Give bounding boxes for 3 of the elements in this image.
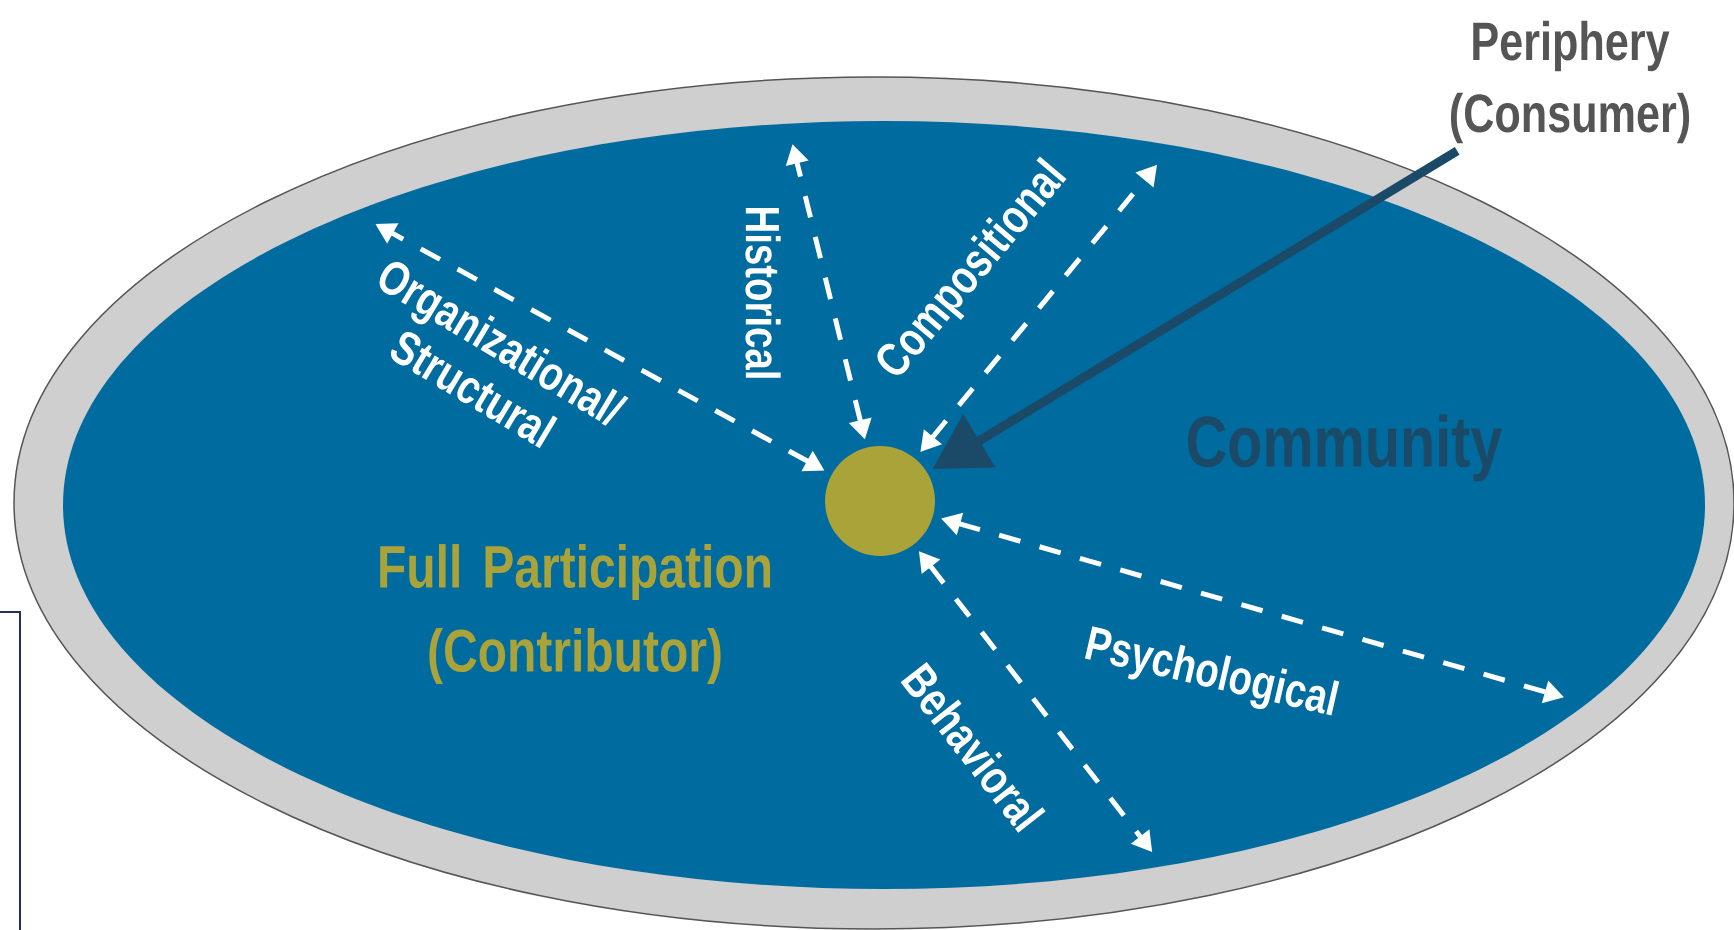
- edge-label: Historical: [745, 208, 781, 378]
- node-label: Full Participation (Contributor): [380, 544, 771, 684]
- participation-circle: [825, 446, 935, 556]
